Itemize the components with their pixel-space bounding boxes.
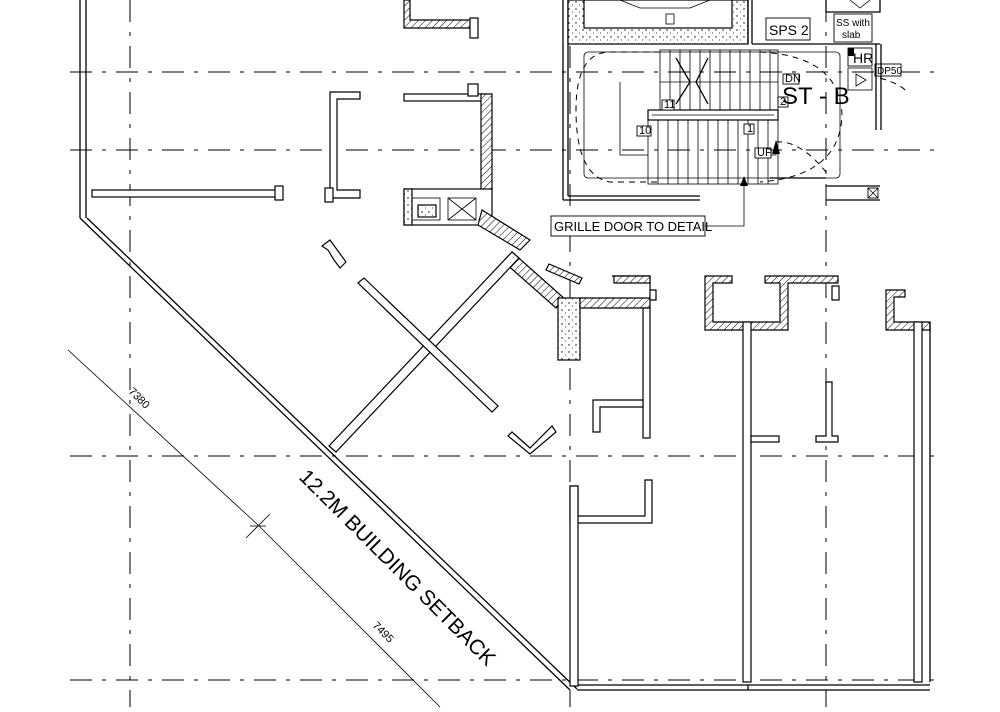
dimension-lower-label: 7495 bbox=[370, 620, 396, 646]
valve-icon bbox=[855, 73, 867, 87]
stair-core: 11 10 1 2 DN UP ST - B bbox=[562, 0, 850, 201]
up-tag bbox=[754, 147, 772, 159]
chevron-lower bbox=[507, 425, 557, 455]
middle-unit-walls bbox=[569, 275, 657, 687]
shaft-box-1 bbox=[411, 197, 441, 221]
service-top-box bbox=[825, 0, 881, 13]
step-label-2: 2 bbox=[780, 96, 786, 108]
left-interior-walls bbox=[91, 0, 493, 226]
wall-horizontal-left bbox=[91, 189, 283, 198]
chevron-upper bbox=[320, 239, 347, 269]
shaft-conc-inner bbox=[417, 204, 437, 218]
up-label: UP bbox=[757, 147, 772, 159]
core-lift-marker bbox=[665, 13, 675, 25]
core-lift-box bbox=[583, 0, 733, 29]
step-tag-10 bbox=[636, 125, 652, 137]
stair-dashed-left bbox=[575, 51, 660, 183]
step-label-10: 10 bbox=[639, 125, 651, 137]
dn-tag bbox=[782, 73, 800, 85]
shaft-left-conc bbox=[403, 188, 413, 226]
setback-line-inner bbox=[86, 217, 578, 690]
wall-vertical-hatched bbox=[480, 93, 493, 191]
shaft-box-2 bbox=[447, 197, 477, 221]
diagonal-hatched-upper bbox=[477, 209, 531, 251]
wall-hatched-right-unit bbox=[704, 275, 839, 331]
wall-hatched-top-mid bbox=[579, 297, 651, 309]
hr-label: HR bbox=[853, 50, 873, 66]
hatched-flap bbox=[545, 263, 583, 285]
dn-label: DN bbox=[785, 73, 801, 85]
wall-l-right bbox=[815, 381, 839, 443]
right-unit-walls bbox=[704, 275, 931, 683]
dp-swing bbox=[879, 77, 906, 91]
wall-vertical-lower-left bbox=[569, 485, 579, 687]
stair-enclosure bbox=[583, 51, 841, 179]
wall-l-mid bbox=[592, 399, 644, 433]
wall-bracket bbox=[329, 91, 361, 199]
service-rooms: SPS 2 SS with slab HR DP50 bbox=[747, 0, 906, 201]
setback-boundary bbox=[79, 0, 930, 691]
setback-label: 12.2M BUILDING SETBACK bbox=[294, 465, 499, 670]
fixture-cross-b bbox=[867, 187, 879, 199]
dp-label: DP50 bbox=[877, 66, 902, 77]
grille-note-label: GRILLE DOOR TO DETAIL bbox=[554, 219, 712, 234]
sps-label: SPS 2 bbox=[769, 22, 809, 38]
wall-top-l-hatched bbox=[403, 0, 473, 29]
grille-leader-line bbox=[705, 178, 745, 227]
sps-box bbox=[765, 17, 811, 41]
wall-vertical-right-unit bbox=[742, 321, 752, 683]
step-label-11: 11 bbox=[664, 99, 675, 111]
step-tag-1 bbox=[743, 123, 755, 135]
door-swing-stair bbox=[775, 141, 827, 173]
grille-door-note: GRILLE DOOR TO DETAIL bbox=[550, 176, 748, 237]
step-label-1: 1 bbox=[747, 123, 753, 135]
break-mark-a bbox=[675, 57, 691, 105]
wall-vertical-mid bbox=[642, 307, 651, 439]
ss-box bbox=[833, 13, 873, 43]
diagonal-wall-long bbox=[328, 251, 520, 453]
wall-bracket-end bbox=[324, 187, 334, 203]
grid-lines bbox=[70, 0, 935, 707]
ss-label-line1: SS with bbox=[836, 18, 870, 29]
wall-end-left bbox=[274, 185, 284, 201]
wall-cap-right bbox=[831, 285, 840, 301]
wall-bracket-lower bbox=[569, 479, 653, 524]
dimension-line-upper bbox=[67, 349, 259, 526]
diagonal-wall-cross bbox=[357, 277, 499, 413]
break-mark-b bbox=[695, 57, 709, 105]
concrete-pier bbox=[557, 297, 581, 361]
hr-detail-box bbox=[847, 67, 873, 91]
setback-line-outer bbox=[79, 217, 571, 691]
dimension-upper-label: 7380 bbox=[126, 386, 152, 412]
hr-marker-icon bbox=[848, 48, 854, 56]
wall-stub-right-unit bbox=[750, 435, 780, 443]
dimension-line-lower bbox=[257, 524, 441, 708]
wall-top-l-end bbox=[469, 17, 479, 39]
step-tag-2 bbox=[777, 96, 789, 108]
wall-hook-hatch bbox=[613, 275, 651, 284]
wall-vertical-far-right bbox=[913, 321, 923, 683]
leader-arrow-icon bbox=[740, 176, 748, 186]
shaft-cross-b bbox=[447, 197, 477, 221]
wall-stub bbox=[467, 83, 479, 97]
up-arrow-icon bbox=[772, 140, 780, 154]
diagonal-walls bbox=[320, 209, 583, 455]
dimension-lines: 7380 7495 bbox=[67, 349, 441, 708]
wall-hatched-far-right bbox=[885, 289, 931, 331]
step-tag-11 bbox=[661, 99, 675, 111]
core-lift-detail bbox=[619, 0, 711, 9]
service-top-detail bbox=[849, 0, 871, 9]
stair-direction-left bbox=[619, 82, 648, 156]
stair-dashed-right bbox=[759, 51, 843, 183]
stair-label: ST - B bbox=[782, 83, 850, 110]
ss-label-line2: slab bbox=[842, 30, 861, 41]
stair-upper-flight bbox=[659, 49, 779, 111]
